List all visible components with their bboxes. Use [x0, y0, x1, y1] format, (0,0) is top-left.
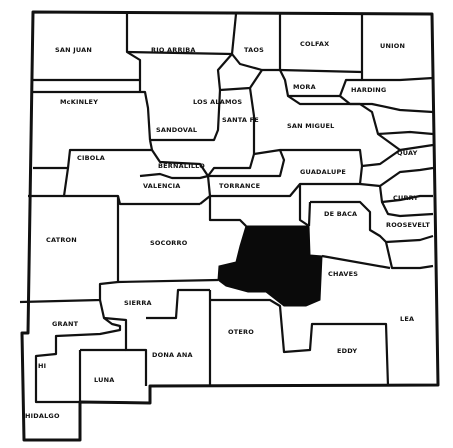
label-otero: OTERO: [228, 328, 254, 336]
label-hidalgo-short: HI: [38, 362, 46, 370]
label-de-baca: DE BACA: [324, 210, 357, 218]
label-union: UNION: [380, 42, 405, 50]
label-sandoval: SANDOVAL: [156, 126, 197, 134]
label-los-alamos: LOS ALAMOS: [193, 98, 242, 106]
label-chaves: CHAVES: [328, 270, 358, 278]
label-cibola: CIBOLA: [77, 154, 105, 162]
label-san-miguel: SAN MIGUEL: [287, 122, 335, 130]
label-santa-fe: SANTA FE: [222, 116, 259, 124]
label-sierra: SIERRA: [124, 299, 152, 307]
label-taos: TAOS: [244, 46, 264, 54]
label-luna: LUNA: [94, 376, 114, 384]
label-curry: CURRY: [393, 194, 419, 202]
label-grant: GRANT: [52, 320, 79, 328]
county-boundaries: [19, 13, 434, 404]
label-valencia: VALENCIA: [143, 182, 180, 190]
label-harding: HARDING: [351, 86, 386, 94]
label-rio-arriba: RIO ARRIBA: [151, 46, 196, 54]
label-torrance: TORRANCE: [219, 182, 260, 190]
highlighted-county-lincoln: [217, 225, 323, 307]
label-guadalupe: GUADALUPE: [300, 168, 346, 176]
label-colfax: COLFAX: [300, 40, 329, 48]
label-mora: MORA: [293, 83, 316, 91]
label-mckinley: McKINLEY: [60, 98, 98, 106]
label-dona-ana: DONA ANA: [152, 351, 193, 359]
label-bernalillo: BERNALILLO: [158, 162, 205, 170]
label-eddy: EDDY: [337, 347, 357, 355]
county-labels: SAN JUAN RIO ARRIBA TAOS COLFAX UNION MO…: [25, 40, 430, 420]
label-catron: CATRON: [46, 236, 77, 244]
state-border: [20, 10, 440, 442]
label-socorro: SOCORRO: [150, 239, 188, 247]
label-roosevelt: ROOSEVELT: [386, 221, 430, 229]
label-lea: LEA: [400, 315, 414, 323]
label-quay: QUAY: [397, 149, 418, 157]
label-hidalgo: HIDALGO: [25, 412, 60, 420]
label-san-juan: SAN JUAN: [55, 46, 92, 54]
